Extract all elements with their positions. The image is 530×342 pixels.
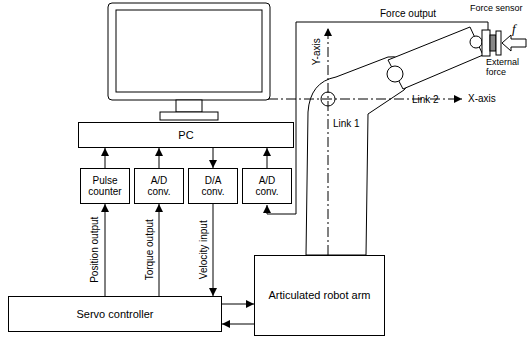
signal-connector: [267, 148, 268, 168]
signal-connector: [159, 148, 160, 168]
signal-connector: [213, 148, 214, 168]
external-force-arrow: [502, 35, 526, 51]
robot-base-box: Articulated robot arm: [254, 255, 385, 336]
elbow-joint: [387, 66, 403, 82]
signal-label: Position output: [89, 217, 101, 283]
diagram-label: Force output: [380, 8, 436, 20]
converter-box: D/A conv.: [188, 168, 238, 204]
signal-connector: [213, 204, 214, 296]
diagram-label: Force sensor: [470, 3, 523, 13]
servo-controller-box: Servo controller: [8, 296, 222, 332]
signal-label: Velocity input: [198, 221, 210, 280]
converter-box: Pulse counter: [80, 168, 130, 204]
converter-box: A/D conv.: [242, 168, 292, 204]
converter-box: A/D conv.: [134, 168, 184, 204]
wrist-joint: [470, 36, 482, 48]
force-output-wire: [267, 22, 488, 214]
diagram-label: Link 2: [412, 94, 439, 106]
diagram-label: External force: [486, 58, 526, 78]
diagram-label: Link 1: [333, 118, 360, 130]
link-1-body: [306, 57, 411, 255]
diagram-label: Y-axis: [310, 39, 322, 66]
node-text: A/D conv.: [138, 175, 180, 198]
node-text: A/D conv.: [246, 175, 288, 198]
pc-box: PC: [78, 122, 294, 148]
node-text: Servo controller: [76, 308, 153, 321]
signal-connector: [105, 204, 106, 296]
signal-connector: [222, 304, 254, 305]
force-sensor: [482, 30, 501, 56]
monitor: [108, 3, 270, 120]
signal-label: Torque output: [143, 219, 155, 280]
node-text: Pulse counter: [84, 175, 126, 198]
diagram-label: X-axis: [468, 93, 496, 105]
node-text: PC: [178, 129, 193, 142]
node-text: D/A conv.: [192, 175, 234, 198]
y-axis-line: [328, 28, 329, 255]
signal-connector: [159, 204, 160, 296]
diagram-label: f: [512, 22, 516, 37]
link-2-body: [388, 27, 483, 89]
signal-connector: [105, 148, 106, 168]
node-text: Articulated robot arm: [268, 289, 370, 302]
signal-connector: [222, 324, 254, 325]
